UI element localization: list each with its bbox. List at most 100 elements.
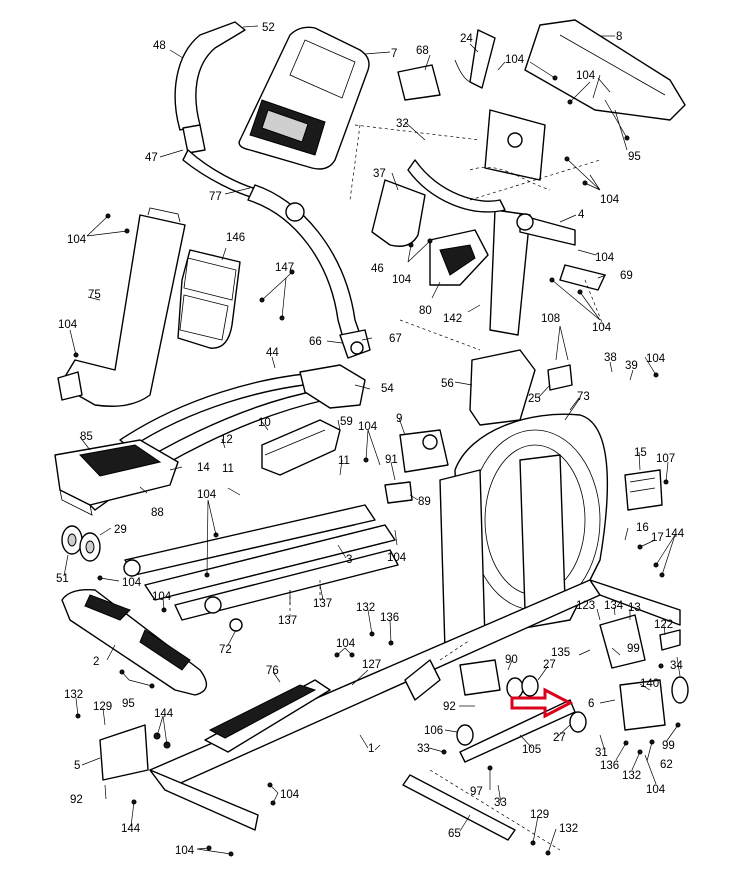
label-136-b: 136 — [600, 760, 619, 772]
label-85: 85 — [80, 431, 93, 443]
label-11-right: 11 — [338, 455, 350, 467]
label-104-m: 104 — [122, 577, 142, 589]
label-25: 25 — [528, 393, 541, 405]
label-108: 108 — [541, 313, 560, 325]
assembly-lines — [289, 124, 606, 851]
axle — [402, 774, 516, 841]
label-54: 54 — [381, 383, 394, 395]
label-104-a: 104 — [505, 54, 525, 66]
label-137-a: 137 — [278, 615, 297, 627]
label-80: 80 — [419, 305, 432, 317]
label-132-c: 132 — [559, 823, 578, 835]
ramp-cover — [261, 419, 341, 476]
label-144-c: 144 — [665, 528, 685, 540]
label-59: 59 — [340, 416, 353, 428]
front-cover — [61, 589, 208, 696]
label-104-d: 104 — [595, 252, 615, 264]
label-104-j: 104 — [358, 421, 378, 433]
label-146: 146 — [226, 232, 245, 244]
rear-wheel-assembly — [599, 614, 689, 704]
rollers — [61, 525, 101, 562]
label-144-a: 144 — [154, 708, 174, 720]
label-104-e: 104 — [592, 322, 612, 334]
label-137-b: 137 — [313, 598, 332, 610]
label-76: 76 — [266, 665, 279, 677]
label-48: 48 — [153, 40, 166, 52]
label-104-l: 104 — [387, 552, 407, 564]
label-73: 73 — [577, 391, 590, 403]
label-29: 29 — [114, 524, 127, 536]
label-56: 56 — [441, 378, 454, 390]
label-46: 46 — [371, 263, 384, 275]
label-77: 77 — [209, 191, 222, 203]
label-104-p: 104 — [280, 789, 300, 801]
label-104-r: 104 — [646, 784, 666, 796]
base-frame — [99, 579, 681, 831]
label-132-a: 132 — [64, 689, 83, 701]
label-89: 89 — [418, 496, 431, 508]
label-104-i: 104 — [646, 353, 666, 365]
front-stabilizer — [204, 679, 331, 753]
label-140: 140 — [640, 678, 659, 690]
label-104-o: 104 — [336, 638, 356, 650]
console — [238, 26, 370, 170]
label-104-c: 104 — [600, 194, 620, 206]
label-17: 17 — [651, 532, 664, 544]
label-97: 97 — [470, 786, 483, 798]
label-6: 6 — [588, 698, 594, 710]
label-90: 90 — [505, 654, 518, 666]
pivot-bracket — [384, 429, 449, 504]
label-44: 44 — [266, 347, 279, 359]
label-107: 107 — [656, 453, 675, 465]
label-8: 8 — [616, 31, 622, 43]
label-15: 15 — [634, 447, 647, 459]
flywheel-housing — [439, 413, 609, 651]
label-31: 31 — [595, 747, 608, 759]
part-labels: 1 2 3 4 5 6 7 8 9 10 11 11 12 13 14 15 1… — [56, 22, 685, 857]
label-13: 13 — [628, 602, 641, 614]
label-32: 32 — [396, 118, 409, 130]
label-14: 14 — [197, 462, 210, 474]
label-136-a: 136 — [380, 612, 399, 624]
label-75: 75 — [88, 289, 101, 301]
label-3: 3 — [346, 554, 352, 566]
handle-grips — [397, 29, 496, 101]
label-134: 134 — [604, 600, 624, 612]
label-127: 127 — [362, 659, 381, 671]
controller-board — [624, 469, 663, 511]
label-104-f: 104 — [392, 274, 412, 286]
label-47: 47 — [145, 152, 158, 164]
label-95-top: 95 — [628, 151, 641, 163]
label-51: 51 — [56, 573, 69, 585]
label-62: 62 — [660, 759, 673, 771]
label-129-left: 129 — [93, 701, 112, 713]
label-104-k: 104 — [197, 489, 217, 501]
label-33-left: 33 — [417, 743, 430, 755]
label-39: 39 — [625, 360, 638, 372]
label-105: 105 — [522, 744, 541, 756]
leader-lines — [63, 25, 681, 855]
label-122: 122 — [654, 619, 673, 631]
label-104-b: 104 — [576, 70, 596, 82]
label-27-upper: 27 — [543, 659, 556, 671]
label-95-bottom: 95 — [122, 698, 135, 710]
label-10: 10 — [258, 417, 271, 429]
label-104-q: 104 — [175, 845, 195, 857]
label-104-n: 104 — [152, 591, 172, 603]
label-5: 5 — [74, 760, 80, 772]
label-33-right: 33 — [494, 797, 507, 809]
label-2: 2 — [93, 656, 99, 668]
label-104-g: 104 — [67, 234, 87, 246]
label-92-right: 92 — [443, 701, 456, 713]
pedal — [54, 439, 179, 516]
label-12: 12 — [220, 434, 233, 446]
rear-shroud — [469, 349, 536, 426]
label-69: 69 — [620, 270, 633, 282]
upper-handlebar — [174, 21, 263, 201]
label-11-left: 11 — [222, 463, 234, 475]
label-144-b: 144 — [121, 823, 141, 835]
label-132-b: 132 — [356, 602, 375, 614]
top-cover — [524, 19, 686, 121]
highlight-arrow — [510, 687, 574, 719]
